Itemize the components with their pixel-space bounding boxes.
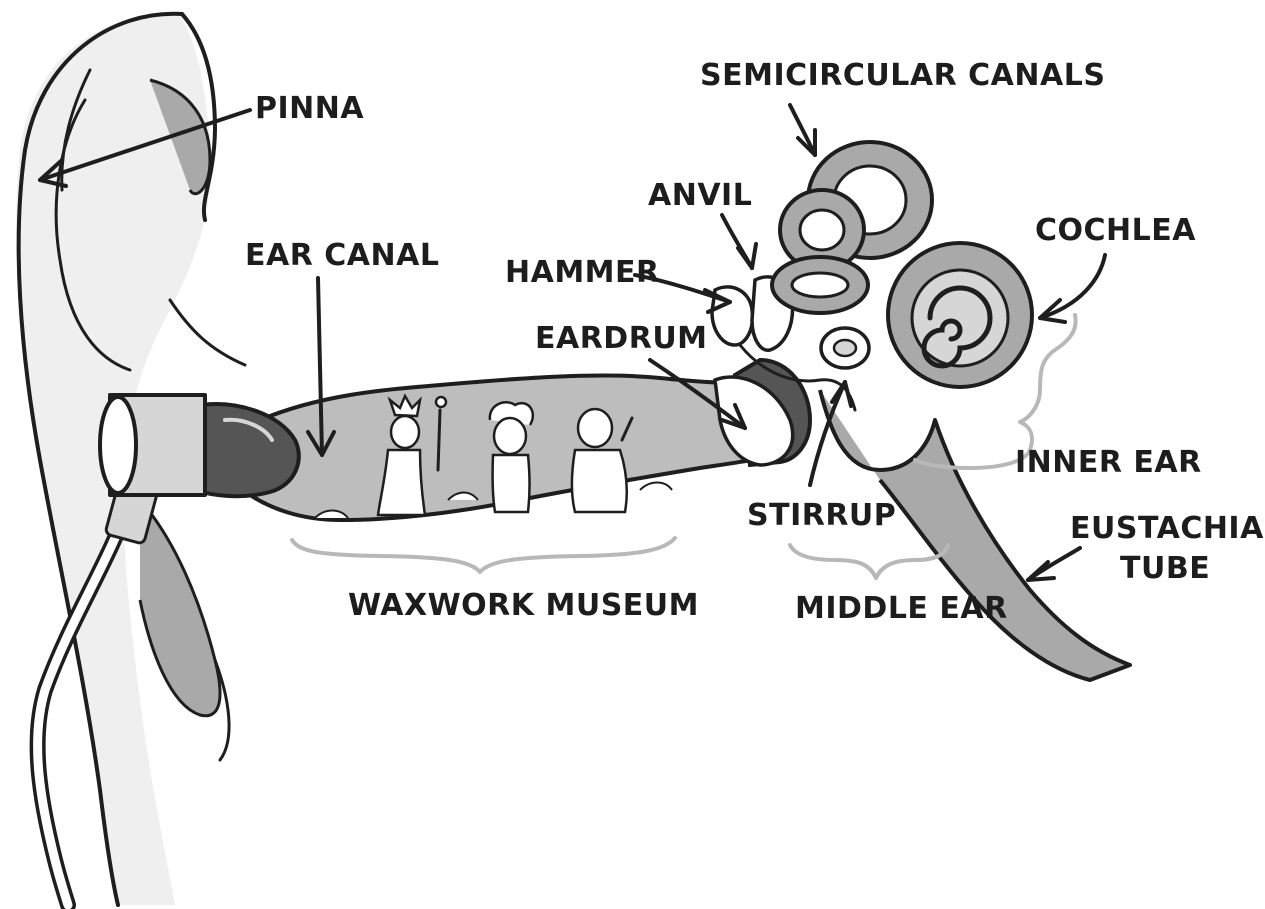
label-stirrup: STIRRUP [747,498,896,533]
label-inner-ear: INNER EAR [1015,445,1202,480]
label-cochlea: COCHLEA [1035,213,1196,248]
label-waxwork-museum: WAXWORK MUSEUM [348,588,699,623]
label-semicircular-canals: SEMICIRCULAR CANALS [700,58,1105,93]
label-eustachian-tube-line1: EUSTACHIAN [1070,511,1265,546]
label-hammer: HAMMER [505,255,660,290]
label-eustachian-tube-line2: TUBE [1120,551,1210,586]
label-anvil: ANVIL [648,178,752,213]
wax-figure-scientist [490,402,533,512]
label-pinna: PINNA [255,91,364,126]
earbud-illustration [100,395,299,496]
cochlea-illustration [888,243,1032,387]
label-eardrum: EARDRUM [535,321,708,356]
label-ear-canal: EAR CANAL [245,238,439,273]
label-middle-ear: MIDDLE EAR [795,591,1008,626]
